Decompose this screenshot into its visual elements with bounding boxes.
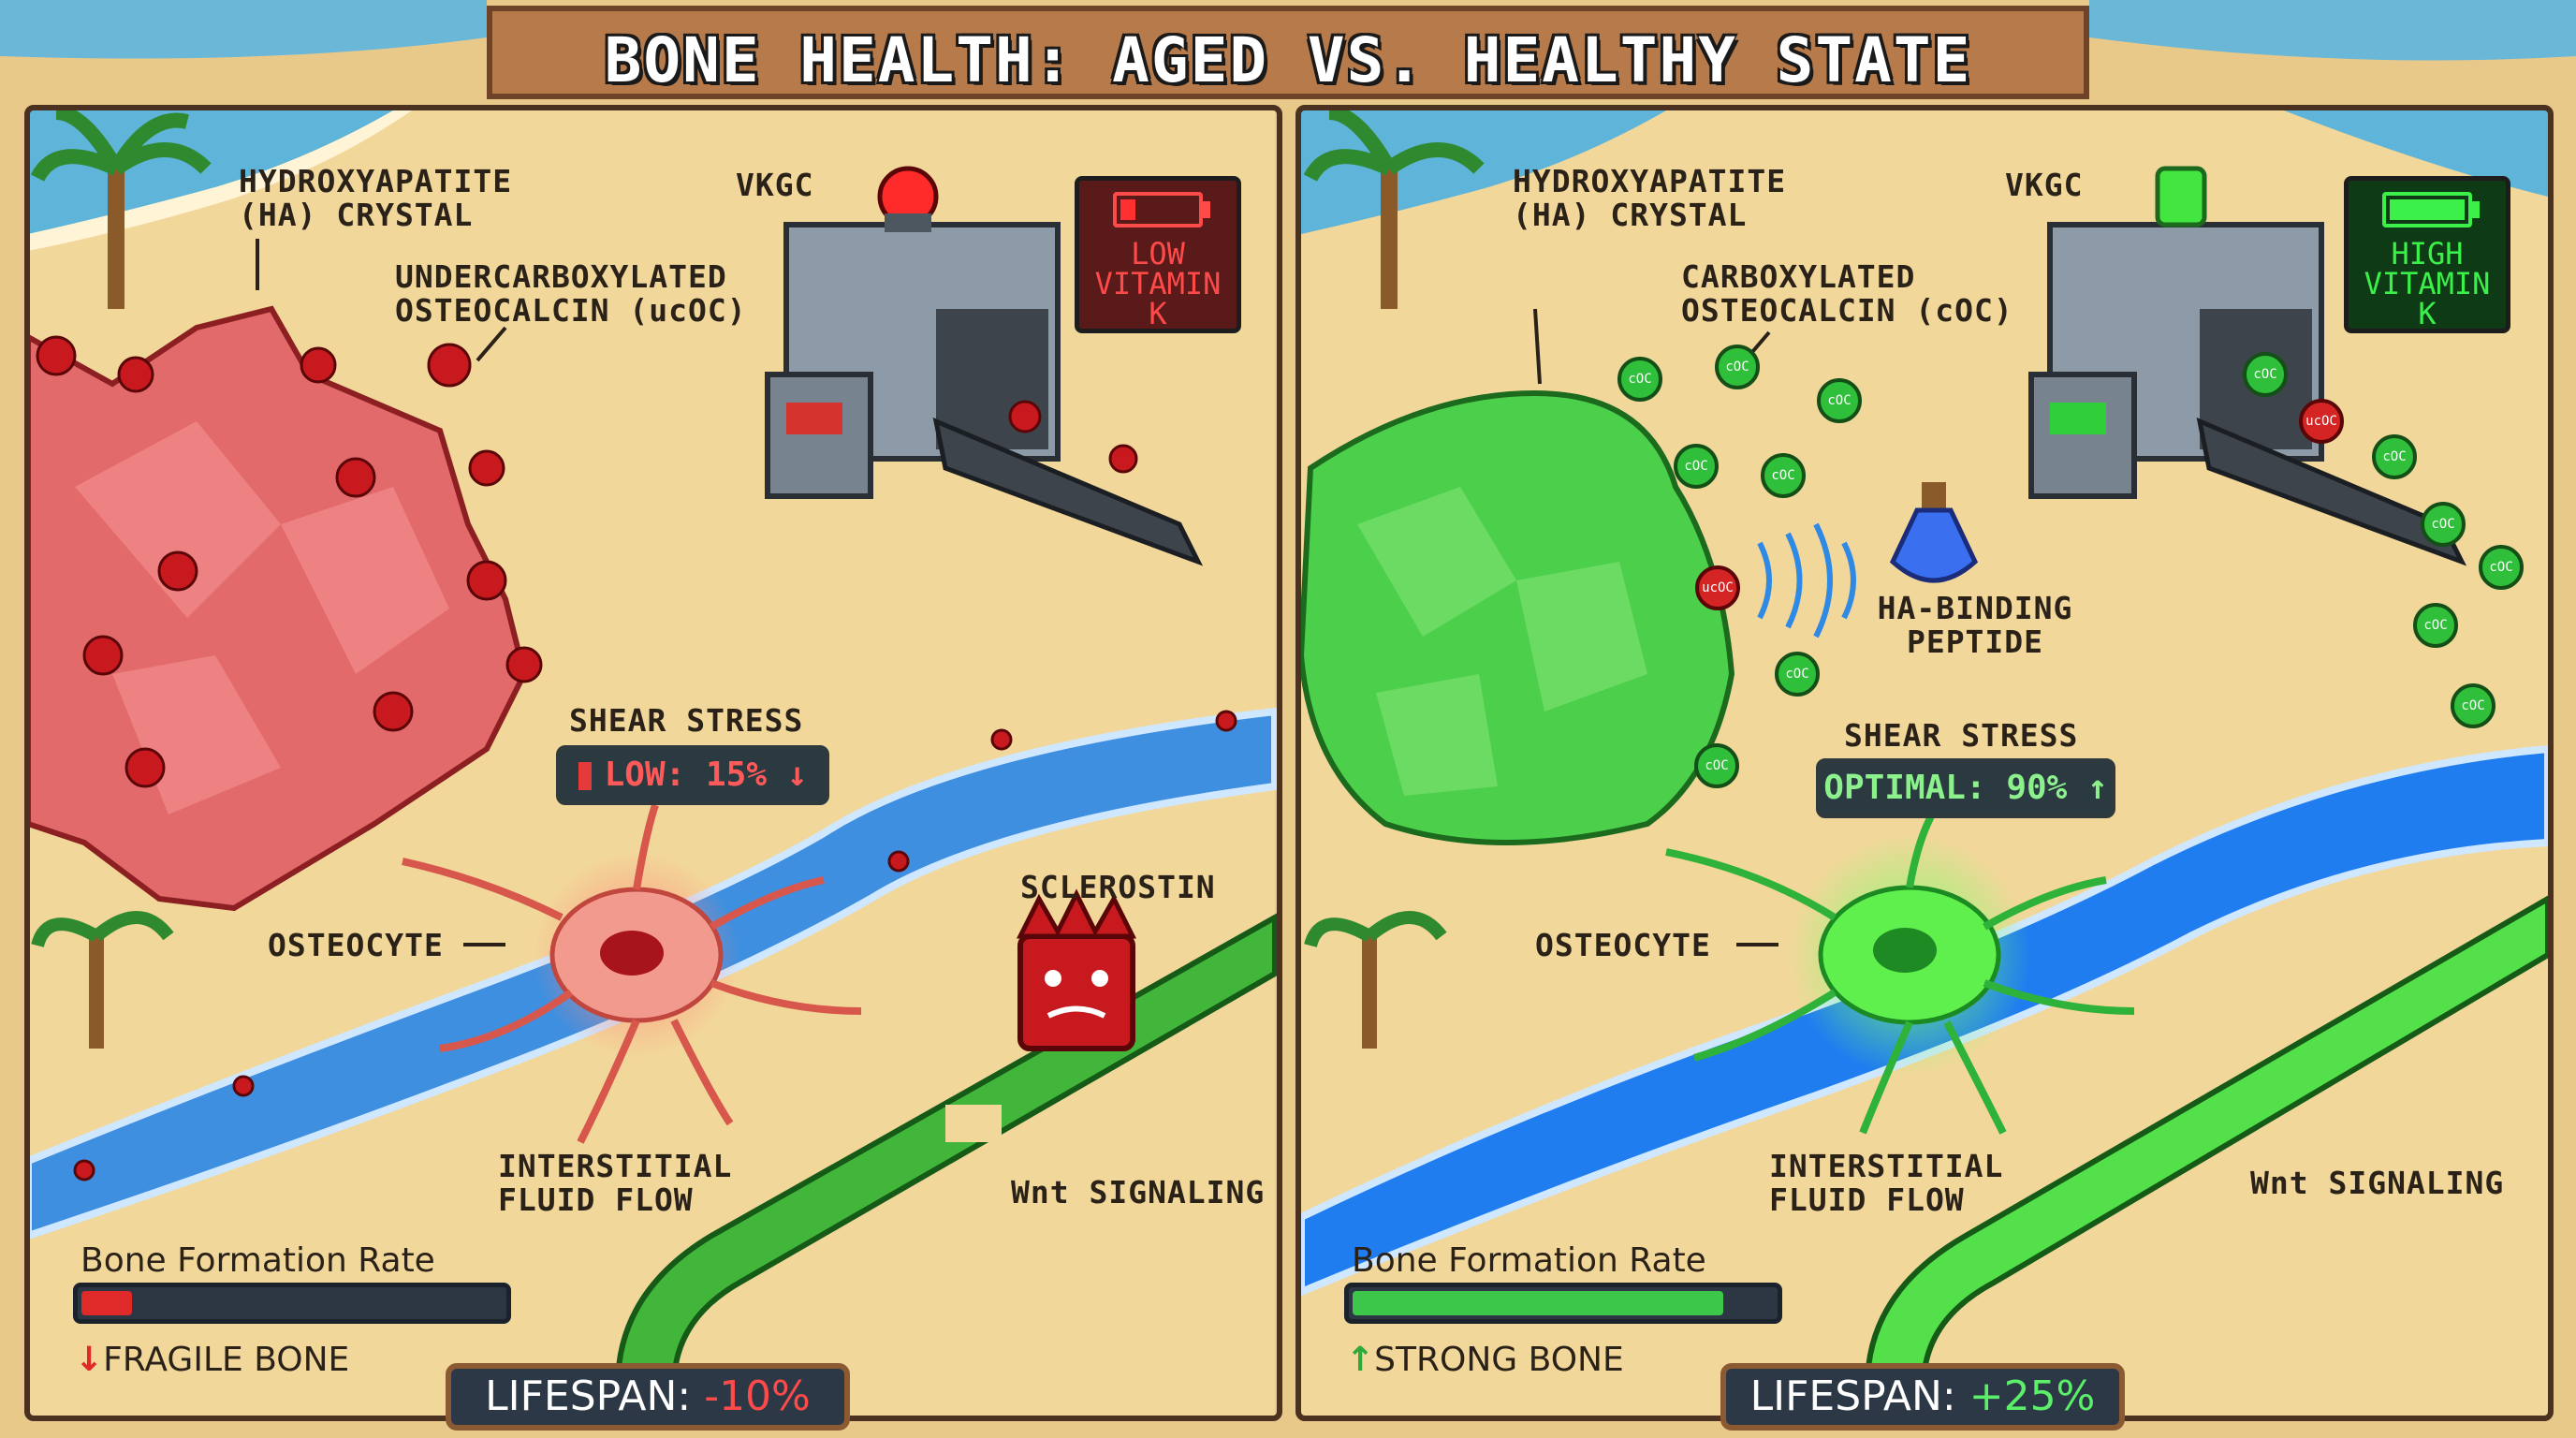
aged-osteocalcin-label: UNDERCARBOXYLATED OSTEOCALCIN (ucOC) [395,258,747,329]
sclerostin-label: SCLEROSTIN [1020,869,1216,905]
down-arrow-icon: ↓ [75,1341,104,1379]
battery-tip [1203,201,1210,218]
page-title: BONE HEALTH: AGED VS. HEALTHY STATE [604,24,1972,96]
aged-outcome-text: FRAGILE BONE [103,1341,350,1379]
top-sea-left [0,0,487,59]
battery-tip [2472,201,2480,218]
healthy-osteocyte-label: OSTEOCYTE [1535,927,1711,963]
aged-shear-value: LOW: 15% [604,756,767,794]
aged-panel-art [24,105,1279,1416]
healthy-crystal-label: HYDROXYAPATITE (HA) CRYSTAL [1513,163,1787,233]
full-battery-icon [2382,192,2472,227]
healthy-palm-tree [1303,105,1485,309]
coc-particle: cOC [1694,743,1739,788]
aged-outcome: ↓FRAGILE BONE [75,1341,349,1379]
peptide-signal-waves [1757,522,1856,638]
aged-wnt-break [945,1105,1002,1142]
aged-vitamin-k-indicator: LOW VITAMIN K [1075,176,1241,333]
low-battery-icon [1113,192,1203,227]
coc-particle: cOC [2451,683,2496,728]
aged-palm-tree-2 [31,911,174,1049]
coc-particle: cOC [2413,603,2458,648]
aged-palm-tree [30,105,212,309]
healthy-lifespan-badge: LIFESPAN: +25% [1720,1363,2125,1431]
aged-crystal-label: HYDROXYAPATITE (HA) CRYSTAL [239,163,513,233]
ucoc-particle: ucOC [2299,399,2344,444]
aged-fluid-label: INTERSTITIAL FLUID FLOW [498,1148,733,1218]
healthy-vitamin-k-indicator: HIGH VITAMIN K [2344,176,2510,333]
aged-vitamin-k-status: LOW VITAMIN K [1094,236,1222,331]
healthy-outcome: ↑STRONG BONE [1346,1341,1624,1379]
aged-osteocyte-nucleus [600,931,664,976]
ucoc-particle: ucOC [1695,565,1740,610]
healthy-shear-badge: OPTIMAL: 90% ↑ [1816,758,2115,818]
down-arrow-icon: ↓ [786,756,808,794]
ha-binding-peptide-flask [1889,482,1979,583]
aged-wnt-label: Wnt SIGNALING [1011,1174,1266,1211]
aged-osteocyte-label: OSTEOCYTE [268,927,444,963]
healthy-bone-rate-fill [1353,1291,1723,1315]
aged-bone-rate-fill [81,1291,132,1315]
healthy-outcome-text: STRONG BONE [1374,1341,1624,1379]
healthy-vitamin-k-status: HIGH VITAMIN K [2364,236,2491,331]
coc-particle: cOC [1761,453,1806,498]
aged-shear-title: SHEAR STRESS [569,702,804,739]
healthy-fluid-label: INTERSTITIAL FLUID FLOW [1769,1148,2004,1218]
up-arrow-icon: ↑ [1346,1341,1375,1379]
aged-ucoc-particles [36,335,1237,1181]
healthy-wnt-label: Wnt SIGNALING [2250,1165,2505,1201]
healthy-shear-title: SHEAR STRESS [1844,717,2079,754]
healthy-bone-rate-bar [1344,1283,1782,1324]
healthy-shear-value: OPTIMAL: 90% [1823,769,2068,807]
aged-lifespan-value: -10% [704,1372,811,1420]
peptide-label: HA-BINDING PEPTIDE [1877,590,2073,660]
aged-lifespan-label: LIFESPAN: [485,1372,705,1420]
healthy-palm-tree-2 [1304,911,1447,1049]
top-sea-right [2089,0,2576,61]
healthy-bone-rate-title: Bone Formation Rate [1352,1241,1706,1280]
coc-particle: cOC [2421,502,2466,547]
healthy-panel-art [1297,105,2552,1416]
aged-osteocyte-dendrites [402,803,862,1144]
coc-particle: cOC [2479,545,2524,590]
healthy-lifespan-value: +25% [1969,1372,2096,1420]
coc-particle: cOC [2243,352,2288,397]
coc-particle: cOC [1715,345,1760,389]
aged-vkgc-label: VKGC [736,167,814,203]
healthy-osteocyte-dendrites [1665,802,2135,1135]
coc-particle: cOC [1817,378,1862,423]
healthy-lifespan-label: LIFESPAN: [1749,1372,1969,1420]
coc-particle: cOC [1617,357,1662,402]
healthy-osteocyte-nucleus [1873,928,1937,973]
title-banner: BONE HEALTH: AGED VS. HEALTHY STATE [487,6,2089,99]
coc-particle: cOC [1674,444,1719,489]
aged-shear-badge: LOW: 15% ↓ [556,745,829,805]
aged-bone-rate-title: Bone Formation Rate [80,1241,435,1280]
aged-bone-rate-bar [73,1283,511,1324]
healthy-osteocalcin-label: CARBOXYLATED OSTEOCALCIN (cOC) [1681,258,2013,329]
shear-low-meter [578,762,592,790]
healthy-vkgc-label: VKGC [2005,167,2084,203]
up-arrow-icon: ↑ [2087,769,2108,807]
aged-lifespan-badge: LIFESPAN: -10% [446,1363,850,1431]
coc-particle: cOC [1775,652,1820,697]
coc-particle: cOC [2372,434,2417,479]
